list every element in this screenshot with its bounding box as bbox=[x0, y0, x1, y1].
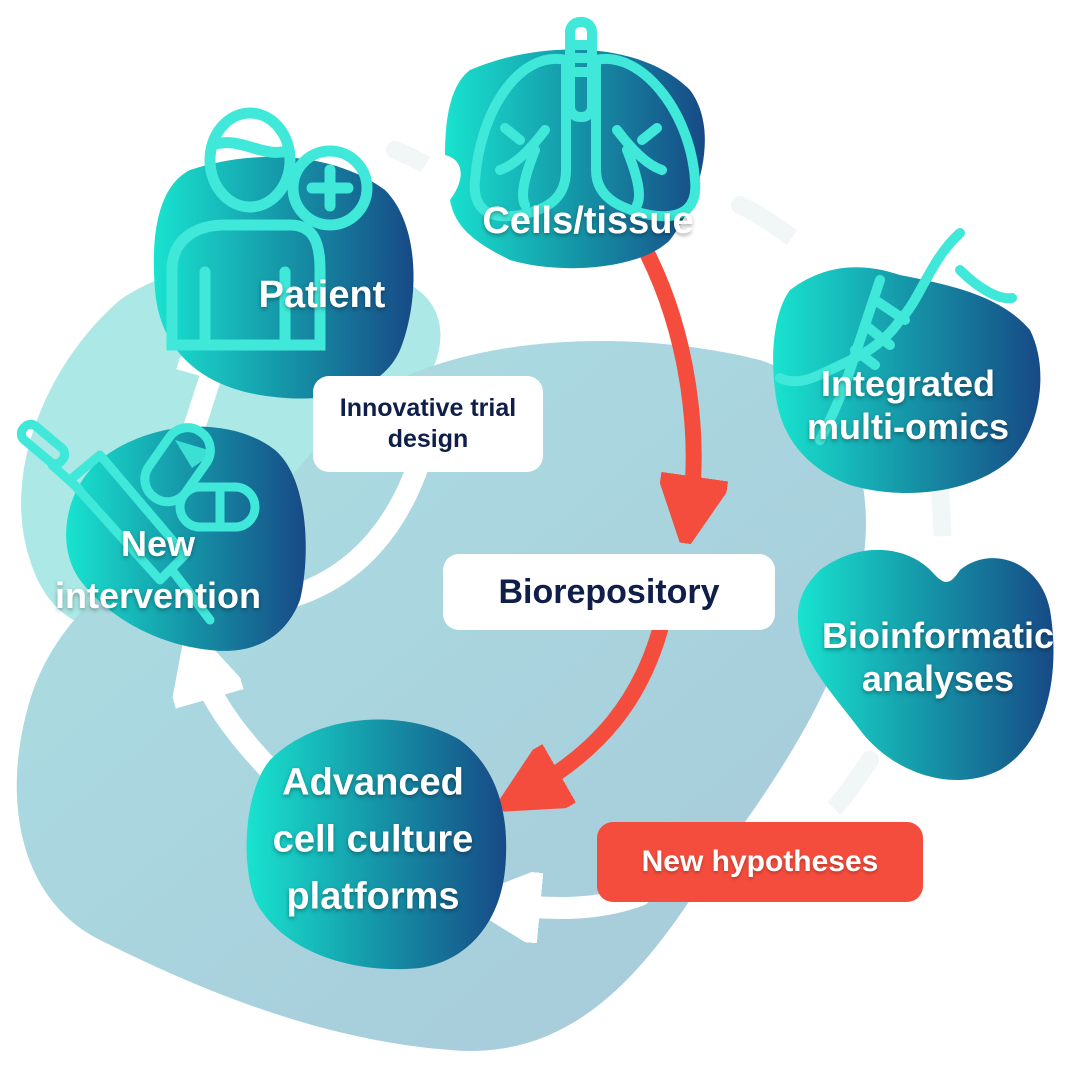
arrow-biorepository-to-culture bbox=[530, 622, 668, 790]
node-label-line: cell culture bbox=[272, 818, 474, 861]
box-biorepository[interactable]: Biorepository bbox=[443, 554, 775, 630]
node-bioinf-blob bbox=[797, 549, 1054, 781]
node-patient[interactable] bbox=[153, 107, 414, 399]
node-label-cells-tissue: Cells/tissue bbox=[482, 200, 694, 243]
arrow-cells-to-biorepository bbox=[640, 247, 694, 510]
node-label-multi-omics: Integrated multi-omics bbox=[807, 362, 1009, 448]
arrow-omics-to-bioinf bbox=[940, 481, 944, 565]
dna-icon bbox=[775, 228, 1017, 445]
node-label-patient: Patient bbox=[258, 274, 386, 317]
red-flow-arrows bbox=[530, 247, 694, 790]
node-multi-omics[interactable] bbox=[773, 228, 1041, 493]
node-label-intervention: New intervention bbox=[55, 518, 261, 622]
node-label-line: platforms bbox=[286, 875, 460, 918]
patient-plus-icon bbox=[166, 107, 373, 351]
box-line: design bbox=[387, 425, 469, 453]
node-cells-tissue[interactable] bbox=[445, 17, 705, 269]
arrow-bioinf-to-hypotheses bbox=[815, 751, 879, 830]
arrow-patient-to-cells bbox=[386, 150, 450, 180]
lungs-icon bbox=[469, 17, 701, 222]
node-label-line: intervention bbox=[54, 575, 262, 616]
node-label-line: New bbox=[120, 522, 196, 564]
node-label-line: Integrated bbox=[820, 362, 996, 404]
node-label-line: Bioinformatic bbox=[821, 614, 1055, 656]
box-line: Innovative trial bbox=[339, 393, 517, 422]
node-bioinformatic-analyses[interactable] bbox=[797, 549, 1054, 781]
box-new-hypotheses[interactable]: New hypotheses bbox=[597, 822, 923, 902]
node-omics-blob bbox=[773, 267, 1041, 493]
node-label-line: Advanced bbox=[282, 761, 464, 804]
node-new-intervention[interactable] bbox=[16, 419, 306, 651]
node-label-line: analyses bbox=[861, 658, 1015, 699]
node-label-cell-culture: Advanced cell culture platforms bbox=[273, 755, 474, 926]
node-culture-blob bbox=[246, 719, 507, 970]
arrow-cells-to-omics bbox=[731, 196, 815, 255]
syringe-pills-icon bbox=[16, 419, 260, 625]
node-label-line: multi-omics bbox=[806, 406, 1010, 447]
node-label-bioinformatic: Bioinformatic analyses bbox=[822, 614, 1054, 700]
node-advanced-cell-culture[interactable] bbox=[246, 719, 507, 970]
box-innovative-trial-design[interactable]: Innovative trial design bbox=[313, 376, 543, 472]
